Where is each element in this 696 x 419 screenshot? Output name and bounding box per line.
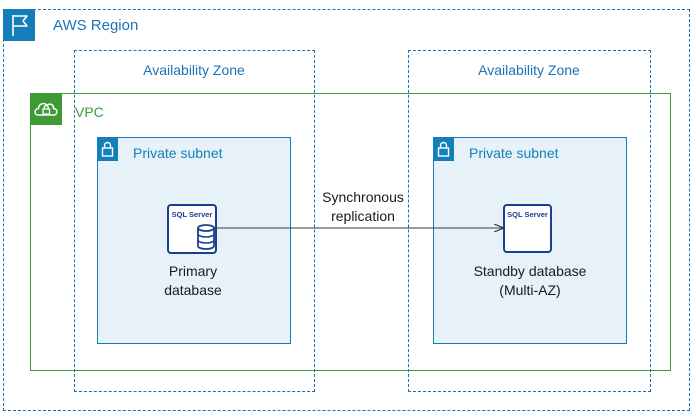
region-label: AWS Region (53, 17, 139, 34)
aws-region-group (3, 9, 690, 411)
replication-label-line2: replication (331, 208, 395, 224)
vpc-label: VPC (75, 104, 104, 120)
availability-zone-label: Availability Zone (478, 62, 580, 78)
database-cylinder-icon (197, 224, 215, 250)
svg-text:SQL Server: SQL Server (507, 210, 548, 219)
availability-zone-2 (408, 50, 651, 392)
availability-zone-1 (74, 50, 315, 392)
cloud-lock-icon (34, 102, 58, 116)
standby-database-label-line1: Standby database (473, 263, 587, 279)
standby-database-label: Standby database (Multi-AZ) (455, 262, 605, 300)
lock-icon (437, 141, 450, 157)
subnet-label: Private subnet (469, 145, 559, 161)
replication-label-line1: Synchronous (322, 189, 404, 205)
region-badge (3, 9, 35, 41)
primary-database-label-line2: database (164, 282, 222, 298)
standby-database-label-line2: (Multi-AZ) (499, 282, 561, 298)
availability-zone-label: Availability Zone (143, 62, 245, 78)
svg-text:SQL Server: SQL Server (172, 210, 213, 219)
primary-database-label: Primary database (118, 262, 268, 300)
sql-server-standby-icon: SQL Server (503, 204, 552, 253)
sql-server-database-icon: SQL Server (167, 204, 217, 254)
lock-icon (101, 141, 114, 157)
vpc-group (30, 93, 671, 371)
subnet-label: Private subnet (133, 145, 223, 161)
flag-icon (12, 15, 28, 36)
primary-database-label-line1: Primary (168, 263, 218, 279)
replication-label: Synchronous replication (298, 188, 428, 226)
vpc-badge (30, 93, 62, 125)
subnet-badge (433, 138, 454, 161)
subnet-badge (97, 138, 118, 161)
